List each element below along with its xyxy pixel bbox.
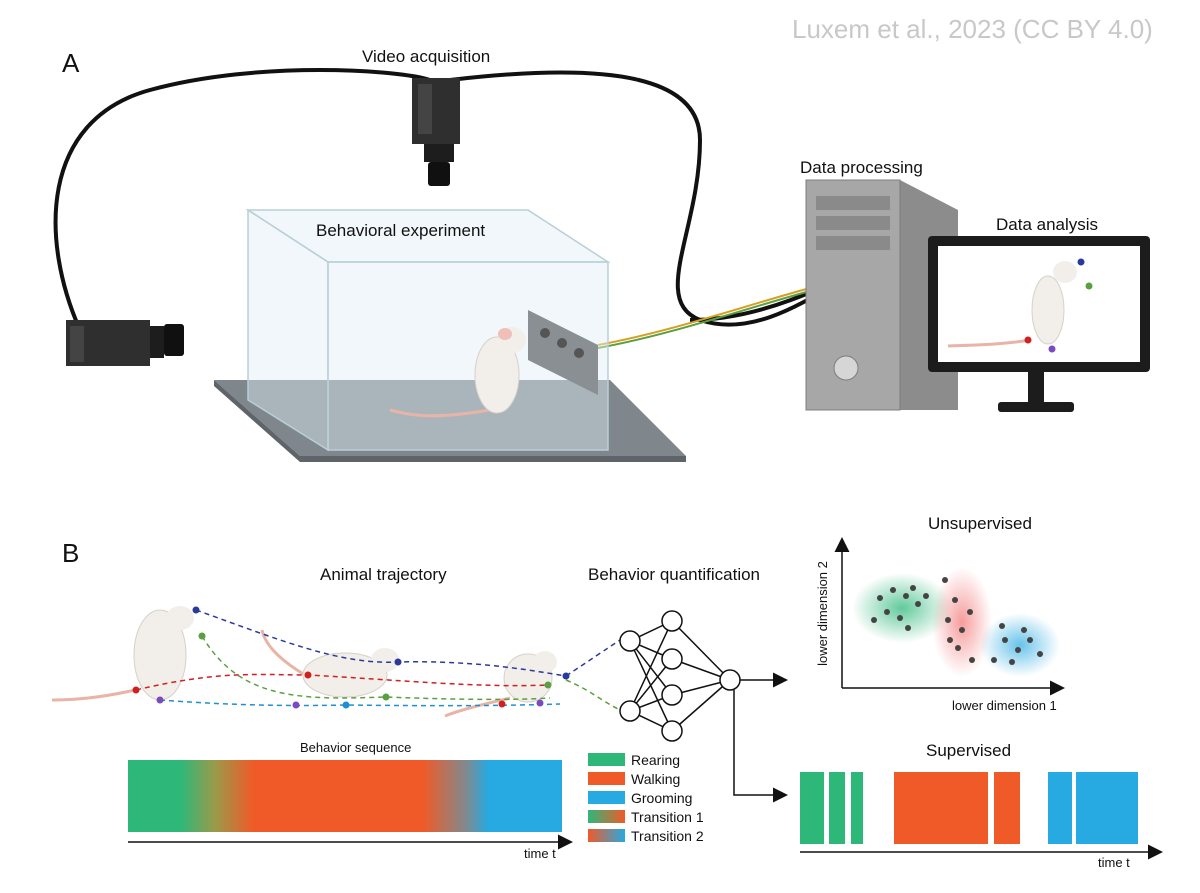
arrow-to-supervised <box>733 690 788 803</box>
legend-item-transition-1: Transition 1 <box>588 808 704 825</box>
arena-floor <box>214 380 686 456</box>
panel-b-letter: B <box>62 538 80 568</box>
camera-cable-left <box>53 68 431 331</box>
legend-item-grooming: Grooming <box>588 789 693 806</box>
credit-text: Luxem et al., 2023 (CC BY 4.0) <box>792 14 1153 44</box>
behavioral-experiment-label: Behavioral experiment <box>316 221 486 240</box>
behavior-quantification-label: Behavior quantification <box>588 565 761 584</box>
legend-swatch <box>588 791 625 804</box>
neural-network-diagram <box>619 610 741 742</box>
unsupervised-scatter <box>834 537 1065 696</box>
data-analysis-label: Data analysis <box>996 215 1099 234</box>
legend-item-rearing: Rearing <box>588 751 681 768</box>
top-camera-icon <box>412 78 460 186</box>
left-camera-icon <box>66 320 184 366</box>
computer-tower-icon <box>805 179 958 411</box>
mouse-rearing-icon <box>51 606 194 702</box>
legend-label: Grooming <box>631 789 693 806</box>
keypoints <box>132 606 570 709</box>
unsupervised-label: Unsupervised <box>928 514 1032 533</box>
legend-label: Transition 2 <box>631 827 704 844</box>
legend-label: Transition 1 <box>631 808 704 825</box>
mouse-in-arena-icon <box>389 327 526 418</box>
legend-swatch <box>588 829 625 842</box>
panel-a-letter: A <box>62 48 80 78</box>
animal-trajectory-label: Animal trajectory <box>320 565 447 584</box>
supervised-label: Supervised <box>926 741 1012 760</box>
mouse-walking-icon <box>260 629 399 698</box>
supervised-bars <box>800 772 1138 844</box>
axis-y-label: lower dimension 2 <box>814 561 830 666</box>
behavior-sequence-bar <box>128 760 562 832</box>
legend-swatch <box>588 810 625 823</box>
legend-label: Walking <box>631 770 681 787</box>
time-label-right: time t <box>1098 855 1130 870</box>
legend-item-transition-2: Transition 2 <box>588 827 704 844</box>
glass-enclosure <box>245 208 611 452</box>
sensor-wires <box>597 279 841 346</box>
time-label-left: time t <box>524 846 556 861</box>
camera-cable-top <box>449 70 861 327</box>
axis-x-label: lower dimension 1 <box>952 698 1057 713</box>
behavior-sequence-label: Behavior sequence <box>300 740 412 755</box>
video-acquisition-label: Video acquisition <box>362 47 491 66</box>
legend-swatch <box>588 772 625 785</box>
legend-item-walking: Walking <box>588 770 681 787</box>
mouse-grooming-icon <box>444 651 557 718</box>
mouse-on-monitor-icon <box>947 258 1093 353</box>
legend-label: Rearing <box>631 751 681 768</box>
data-processing-label: Data processing <box>800 158 923 177</box>
legend-swatch <box>588 753 625 766</box>
